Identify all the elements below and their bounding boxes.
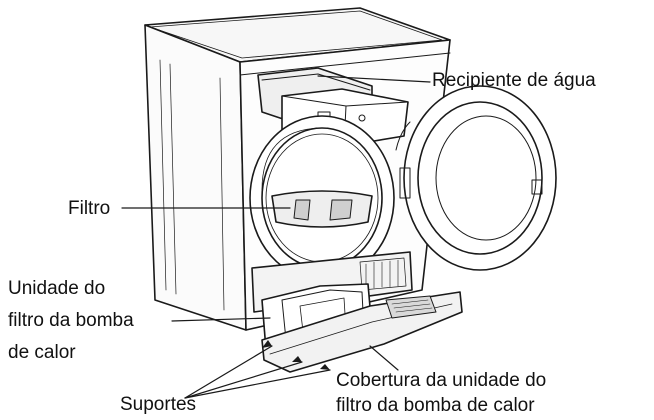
label-water-container: Recipiente de água	[432, 70, 596, 91]
leader-support-1	[184, 345, 273, 399]
leader-water-container	[317, 75, 431, 83]
leader-support-2	[184, 361, 303, 399]
label-cover-line-2: filtro da bomba de calor	[336, 395, 535, 416]
leader-arrowheads	[262, 340, 330, 370]
leader-lines	[121, 75, 431, 399]
leader-cover	[369, 345, 399, 371]
open-door	[395, 85, 557, 271]
label-cover-line-1: Cobertura da unidade do	[336, 370, 547, 391]
leader-heat-pump-unit	[171, 317, 271, 322]
label-supports: Suportes	[120, 394, 197, 415]
label-filter: Filtro	[68, 198, 111, 219]
leader-support-3	[184, 369, 331, 399]
label-heat-pump-unit-line-2: filtro da bomba	[8, 310, 134, 331]
label-heat-pump-unit-line-1: Unidade do	[8, 278, 106, 299]
label-heat-pump-unit-line-3: de calor	[8, 342, 76, 363]
filter-unit-cover	[261, 291, 463, 373]
filter-shape	[271, 190, 373, 228]
